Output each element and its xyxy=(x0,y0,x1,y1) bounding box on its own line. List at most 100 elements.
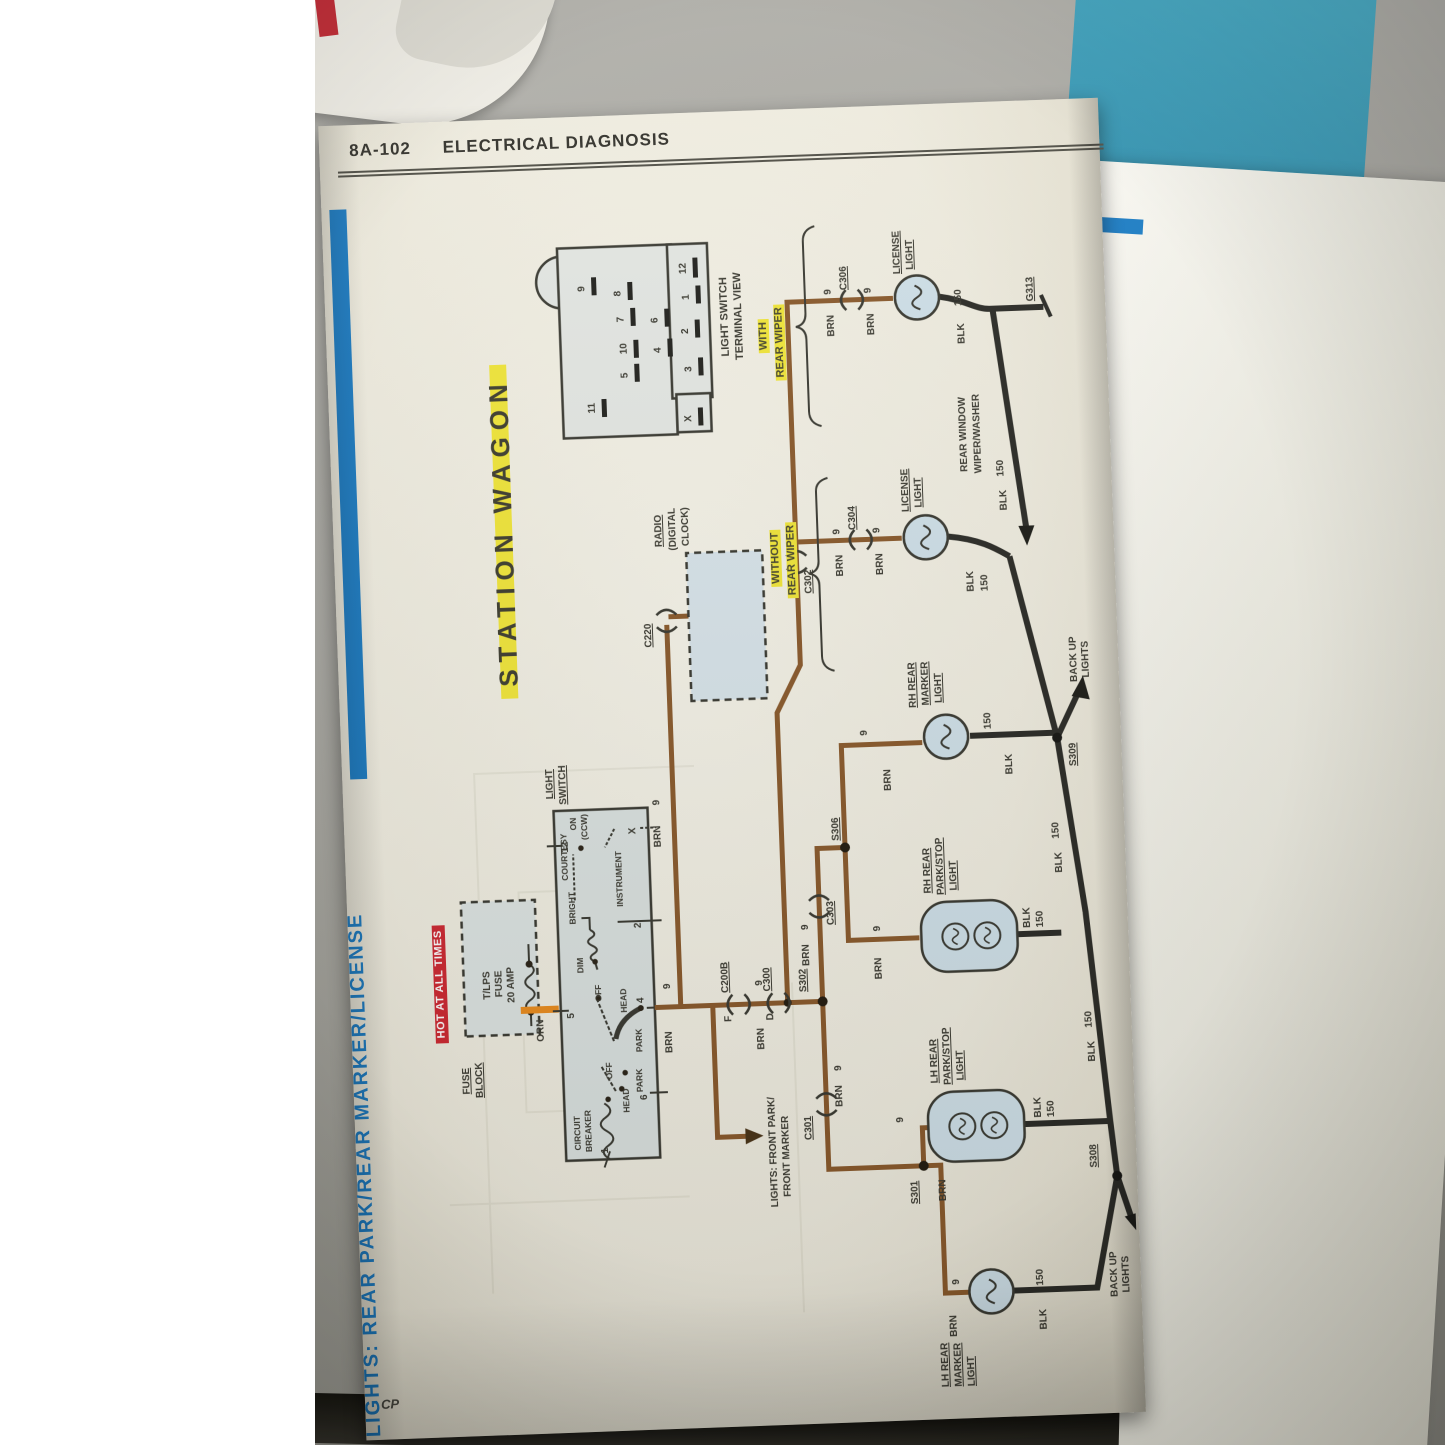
diagram-label: BLK xyxy=(955,323,968,345)
diagram-label: 150 xyxy=(982,712,994,730)
wiper-washer-arrow xyxy=(1018,525,1035,546)
diagram-label: BLK xyxy=(1038,1308,1050,1330)
diagram-label: 9 xyxy=(576,285,588,292)
diagram-label: 150 xyxy=(1034,910,1047,928)
diagram-label: 9 xyxy=(833,1065,845,1072)
diagram-label: 3 xyxy=(683,366,695,373)
diagram-label: BRIGHT xyxy=(566,891,578,925)
diagram-label: RH REAR xyxy=(921,847,934,894)
manual-page: 8A-102 ELECTRICAL DIAGNOSIS LIGHTS: REAR… xyxy=(318,97,1146,1441)
diagram-label: CLOCK) xyxy=(679,507,692,547)
radio-box xyxy=(684,549,769,703)
diagram-label: LH REAR xyxy=(939,1342,952,1388)
diagram-label: 12 xyxy=(559,841,572,853)
diagram-label: WITH xyxy=(757,318,770,354)
diagram-label: 9 xyxy=(871,925,884,932)
diagram-label: C220 xyxy=(642,623,655,648)
diagram-label: 150 xyxy=(1083,1010,1095,1028)
diagram-label: C303 xyxy=(825,900,837,926)
diagram-label: X xyxy=(683,415,695,423)
diagram-label: BRN xyxy=(663,1031,676,1054)
diagram-label: BACK UP xyxy=(1108,1251,1121,1298)
diagram-label: 150 xyxy=(979,574,991,592)
diagram-label: HEAD xyxy=(620,1088,632,1113)
diagram-label: BACK UP xyxy=(1067,636,1081,683)
diagram-label: FUSE xyxy=(493,970,506,998)
diagram-label: LIGHT xyxy=(543,769,557,800)
diagram-label: LIGHT xyxy=(912,477,925,508)
diagram-label: C302 xyxy=(802,569,815,594)
diagram-label: C304 xyxy=(846,505,859,531)
black-wires xyxy=(938,293,1136,1294)
diagram-label: 2 xyxy=(632,922,644,929)
diagram-label: BRN xyxy=(755,1027,768,1050)
diagram-label: 6 xyxy=(649,317,661,324)
diagram-label: BLK xyxy=(1021,907,1034,929)
diagram-label: LIGHT xyxy=(947,860,960,891)
diagram-label: S308 xyxy=(1088,1144,1100,1168)
diagram-label: 5 xyxy=(619,372,631,379)
diagram-label: 9 xyxy=(799,924,812,931)
red-book-tab xyxy=(315,0,339,38)
diagram-label: ORN xyxy=(535,1019,547,1042)
brown-wires xyxy=(654,295,970,1296)
diagram-label: D xyxy=(765,1012,777,1021)
diagram-label: 4 xyxy=(652,347,664,354)
diagram-label: (DIGITAL xyxy=(666,507,680,551)
diagram-label: BRN xyxy=(800,944,813,967)
diagram-label: 150 xyxy=(1050,821,1062,839)
diagram-label: PARK xyxy=(633,1028,645,1053)
diagram-label: 6 xyxy=(638,1094,651,1101)
diagram-label: 1 xyxy=(599,1147,612,1154)
diagram-label: 150 xyxy=(1034,1268,1047,1286)
diagram-label: 150 xyxy=(952,289,965,307)
diagram-label: T/LPS xyxy=(481,971,494,1000)
diagram-label: S302 xyxy=(797,968,810,993)
diagram-label: 5 xyxy=(565,1012,578,1019)
diagram-label: BRN xyxy=(652,825,664,848)
page-title: ELECTRICAL DIAGNOSIS xyxy=(442,129,671,157)
diagram-label: G313 xyxy=(1024,276,1037,302)
diagram-label: BRN xyxy=(833,1084,846,1108)
diagram-label: BLOCK xyxy=(473,1062,486,1099)
light-switch-internals xyxy=(546,826,668,1168)
diagram-label: PARK/STOP xyxy=(933,837,947,896)
diagram-label: BLK xyxy=(1032,1096,1045,1118)
orn-wire xyxy=(520,1005,559,1014)
diagram-label: 11 xyxy=(586,402,598,414)
diagram-label: BRN xyxy=(874,553,887,576)
diagram-label: DIM xyxy=(574,957,586,974)
diagram-label: LIGHT xyxy=(965,1355,978,1387)
diagram-label: BLK xyxy=(1053,851,1066,873)
diagram-label: RADIO xyxy=(652,514,665,548)
diagram-label: 9 xyxy=(950,1278,963,1285)
diagram-label: BREAKER xyxy=(582,1109,595,1153)
diagram-label: S309 xyxy=(1067,742,1080,767)
diagram-label: S306 xyxy=(829,817,842,841)
diagram-label: F xyxy=(723,1015,735,1023)
diagram-label: BRN xyxy=(882,768,894,792)
diagram-label: BLK xyxy=(1003,753,1016,775)
terminal-view xyxy=(534,241,714,440)
photo-background: 8A-102 ELECTRICAL DIAGNOSIS LIGHTS: REAR… xyxy=(315,0,1445,1445)
diagram-label: RH REAR xyxy=(906,662,919,709)
diagram-label: LH REAR xyxy=(928,1038,941,1084)
diagram-label: 1 xyxy=(680,294,692,301)
diagram-label: C300 xyxy=(761,967,774,992)
diagram-label: 4 xyxy=(635,997,647,1004)
diagram-label: CIRCUIT xyxy=(571,1115,583,1151)
diagram-label: 9 xyxy=(862,287,874,294)
diagram-label: BLK xyxy=(998,489,1010,511)
diagram-label: HEAD xyxy=(618,988,629,1013)
diagram-label: LICENSE xyxy=(890,230,904,275)
diagram-label: OFF xyxy=(592,984,604,1002)
diagram-label: 9 xyxy=(661,983,674,990)
diagram-label: C306 xyxy=(837,266,850,291)
page-number: 8A-102 xyxy=(348,138,412,161)
diagram-label: LIGHT xyxy=(954,1050,967,1081)
switch-pivot-dots xyxy=(578,845,644,1103)
park-stop-lights xyxy=(919,898,1026,1163)
diagram-label: 9 xyxy=(651,799,663,806)
ground-splice-dots xyxy=(1052,732,1123,1181)
diagram-label: 10 xyxy=(618,342,630,355)
